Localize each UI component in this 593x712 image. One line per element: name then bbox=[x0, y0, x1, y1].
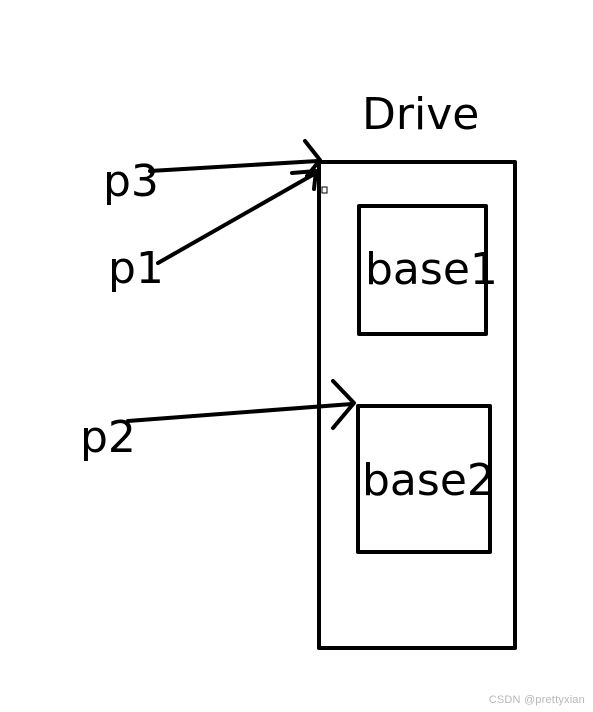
corner-mark bbox=[321, 186, 328, 194]
p2-arrow-head bbox=[331, 379, 356, 430]
p1-label: p1 bbox=[108, 243, 164, 294]
p3-arrow-shaft bbox=[148, 159, 320, 173]
p1-arrow-head bbox=[290, 169, 318, 191]
drive-title: Drive bbox=[362, 89, 479, 140]
base1-box bbox=[357, 204, 488, 336]
base2-box bbox=[356, 404, 492, 554]
watermark: CSDN @prettyxian bbox=[488, 694, 585, 706]
base2-label: base2 bbox=[362, 455, 495, 506]
p3-label: p3 bbox=[103, 156, 159, 207]
p1-arrow-shaft bbox=[156, 171, 318, 265]
p2-arrow-shaft bbox=[126, 402, 354, 423]
base1-label: base1 bbox=[365, 244, 498, 295]
